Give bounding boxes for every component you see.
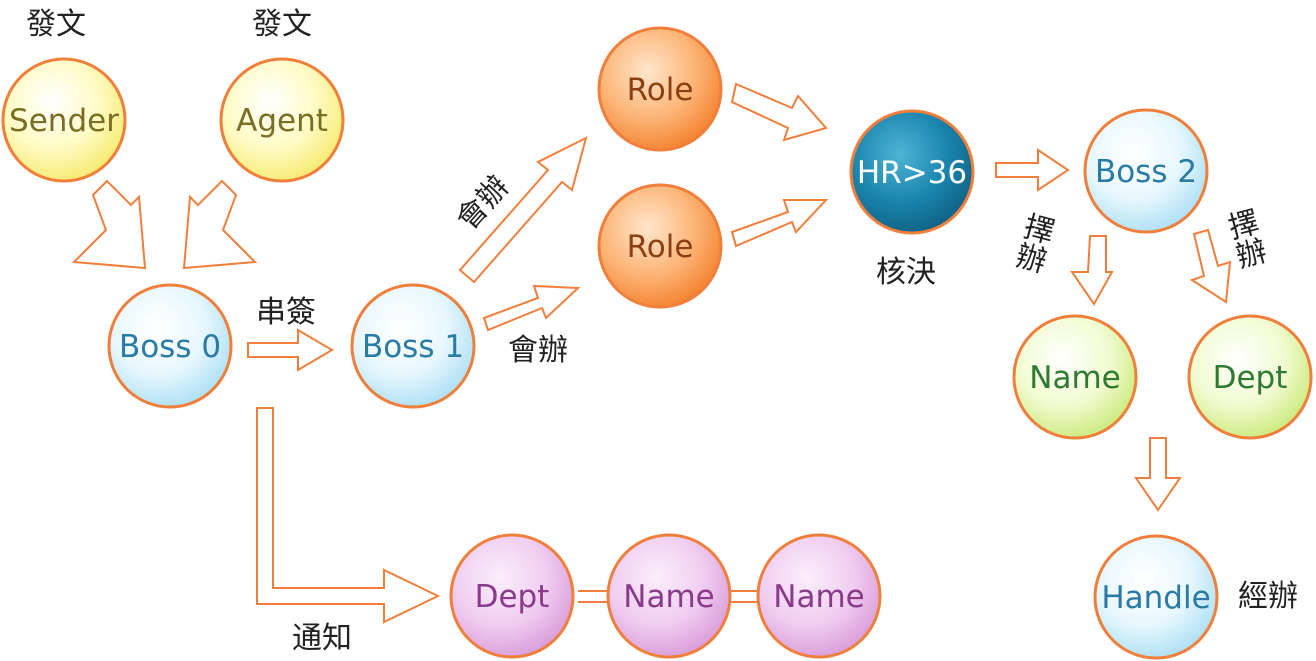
arrow-hr-to-boss2 <box>995 148 1070 192</box>
node-name-bottom-1-label: Name <box>623 579 714 615</box>
arrow-boss0-to-boss1 <box>247 328 334 372</box>
node-boss0-label: Boss 0 <box>119 329 221 365</box>
label-handling: 經辦 <box>1238 579 1298 614</box>
arrow-boss1-to-role-top <box>458 136 588 284</box>
node-boss2-label: Boss 2 <box>1095 154 1197 190</box>
node-hr: HR>36 <box>849 109 975 235</box>
label-sequential-sign: 串簽 <box>256 295 316 330</box>
node-name-bottom-2: Name <box>756 533 882 659</box>
arrow-agent-to-boss0 <box>182 179 258 270</box>
arrow-boss2-to-dept <box>1189 228 1232 304</box>
node-agent-label: Agent <box>236 103 328 139</box>
node-handle-label: Handle <box>1101 580 1210 616</box>
node-dept-bottom-label: Dept <box>475 579 550 615</box>
node-handle: Handle <box>1093 534 1219 660</box>
node-name-bottom-1: Name <box>606 533 732 659</box>
node-hr-label: HR>36 <box>857 155 967 191</box>
node-agent: Agent <box>219 57 345 183</box>
label-send-doc-right: 發文 <box>252 7 312 42</box>
node-role-top-label: Role <box>627 72 694 108</box>
connector-name-name <box>730 590 760 603</box>
node-role-top: Role <box>597 26 723 152</box>
node-role-bottom: Role <box>597 183 723 309</box>
node-name-right-label: Name <box>1029 360 1120 396</box>
arrow-boss2-to-name <box>1070 235 1114 306</box>
arrow-role-bottom-to-hr <box>730 199 829 248</box>
node-boss2: Boss 2 <box>1083 108 1209 234</box>
label-select-handle-left: 擇辦 <box>1007 208 1056 275</box>
node-sender: Sender <box>1 57 127 183</box>
node-role-bottom-label: Role <box>627 229 694 265</box>
arrow-sender-to-boss0 <box>71 179 147 270</box>
node-boss1: Boss 1 <box>350 283 476 409</box>
node-boss0: Boss 0 <box>107 283 233 409</box>
label-approve: 核決 <box>876 255 936 290</box>
arrow-role-top-to-hr <box>730 82 828 142</box>
arrow-boss0-to-dept-notify <box>256 407 441 624</box>
connector-dept-name <box>578 590 610 603</box>
label-co-handle-lower: 會辦 <box>508 333 568 368</box>
node-sender-label: Sender <box>9 103 119 139</box>
label-send-doc-left: 發文 <box>26 7 86 42</box>
node-dept-right-label: Dept <box>1213 360 1288 396</box>
node-name-bottom-2-label: Name <box>773 579 864 615</box>
node-dept-bottom: Dept <box>449 533 575 659</box>
node-name-right: Name <box>1012 314 1138 440</box>
node-dept-right: Dept <box>1187 314 1313 440</box>
node-boss1-label: Boss 1 <box>362 329 464 365</box>
arrow-name-to-handle <box>1134 437 1182 512</box>
label-notify: 通知 <box>292 621 352 656</box>
arrow-boss1-to-role-bottom <box>482 284 581 332</box>
